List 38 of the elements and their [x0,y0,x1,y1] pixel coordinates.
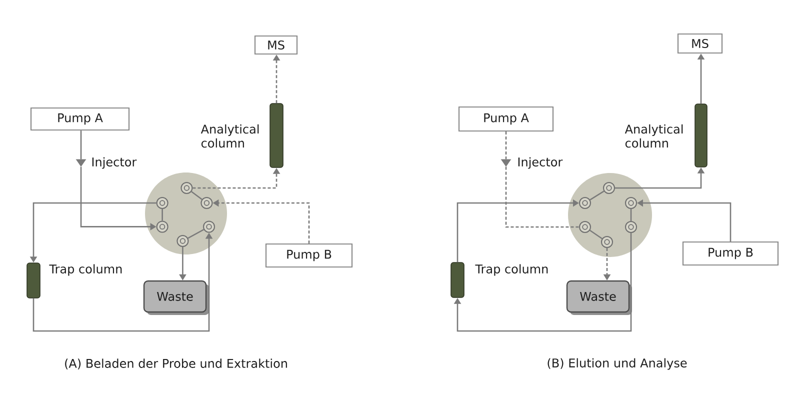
arrow [454,233,632,332]
waste-container: Waste [143,280,209,315]
valve-port [200,197,213,209]
line [590,190,604,200]
valve-port [156,220,168,233]
waste-container: Waste [566,280,632,315]
device-box: MS [677,33,723,54]
component-label: Injector [92,157,137,169]
caption: (A) Beladen der Probe und Extraktion [65,358,287,370]
device-box: Pump B [682,241,779,266]
valve-port [176,235,189,247]
component-label: Trap column [475,264,548,276]
line [630,209,632,221]
device-box: MS [254,35,298,55]
column-bar [694,104,708,168]
dashed-line [505,132,507,160]
column-bar [450,262,464,298]
valve-port [180,182,193,194]
triangle-marker [500,159,512,167]
line [191,191,202,200]
device-box: Pump A [458,106,554,132]
valve-port [203,220,215,233]
component-label: Analytical column [200,124,259,148]
column-bar [26,262,40,298]
component-label: Analytical column [624,124,683,148]
component-label: Trap column [49,264,122,276]
line [590,230,602,240]
valve-port [156,197,168,209]
dashed-line [505,166,579,228]
triangle-marker [76,159,86,167]
line [188,229,204,239]
caption: (B) Elution und Analyse [548,358,687,370]
device-box: Pump B [265,243,353,268]
line [162,209,163,221]
component-label: Injector [518,157,563,169]
column-bar [270,103,284,168]
line [80,130,82,160]
device-box: Pump A [30,107,130,131]
